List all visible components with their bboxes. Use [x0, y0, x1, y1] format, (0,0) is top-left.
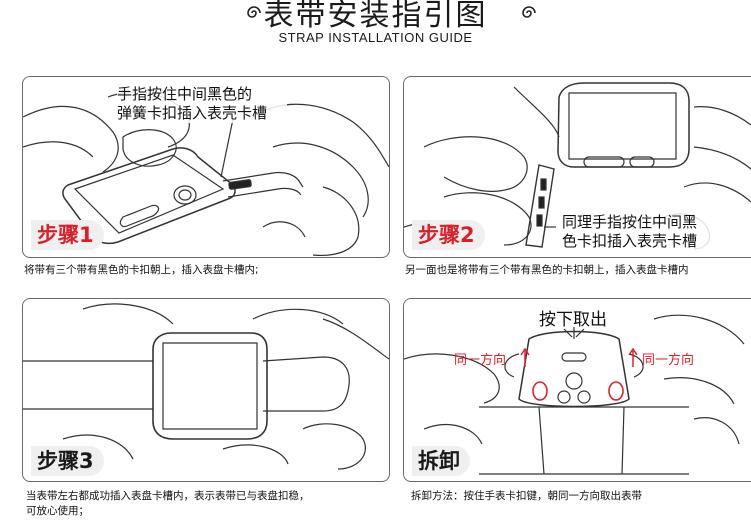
- removal-left-arrow-label: 同一方向: [454, 349, 506, 368]
- swirl-icon: [521, 5, 537, 21]
- page-subtitle: STRAP INSTALLATION GUIDE: [0, 30, 751, 45]
- step-3-caption-line-1: 当表带左右都成功插入表盘卡槽内，表示表带已与表盘扣稳，: [26, 489, 386, 504]
- step-2-callout-line-1: 同理手指按住中间黑: [562, 213, 742, 232]
- removal-press-label: 按下取出: [539, 305, 607, 330]
- step-1-panel: 手指按住中间黑色的 弹簧卡扣插入表壳卡槽 步骤1: [22, 76, 390, 258]
- page-header: 表带安装指引图 STRAP INSTALLATION GUIDE: [0, 0, 751, 56]
- step-2-callout-line-2: 色卡扣插入表壳卡槽: [562, 232, 742, 251]
- step-2-callout: 同理手指按住中间黑 色卡扣插入表壳卡槽: [562, 213, 742, 251]
- step-3-caption-line-2: 可放心使用；: [26, 504, 386, 519]
- step-1-badge: 步骤1: [31, 220, 104, 250]
- step-2-panel: 同理手指按住中间黑 色卡扣插入表壳卡槽 步骤2: [403, 76, 751, 258]
- removal-panel: 按下取出 同一方向 同一方向 拆卸: [403, 298, 751, 482]
- step-3-panel: 步骤3: [22, 298, 390, 482]
- removal-badge: 拆卸: [412, 446, 470, 476]
- step-1-callout-line-2: 弹簧卡扣插入表壳卡槽: [117, 104, 287, 123]
- step-2-caption: 另一面也是将带有三个带有黑色的卡扣朝上，插入表盘卡槽内: [405, 263, 751, 278]
- step-1-callout: 手指按住中间黑色的 弹簧卡扣插入表壳卡槽: [117, 85, 287, 123]
- step-1-caption: 将带有三个带有黑色的卡扣朝上，插入表盘卡槽内;: [24, 263, 384, 278]
- removal-caption: 拆卸方法：按住手表卡扣键，朝同一方向取出表带: [411, 489, 749, 504]
- step-1-callout-line-1: 手指按住中间黑色的: [117, 85, 287, 104]
- removal-right-arrow-label: 同一方向: [642, 349, 694, 368]
- page-title: 表带安装指引图: [0, 0, 751, 32]
- step-3-caption: 当表带左右都成功插入表盘卡槽内，表示表带已与表盘扣稳， 可放心使用；: [26, 489, 386, 519]
- step-3-badge: 步骤3: [31, 446, 104, 476]
- step-2-badge: 步骤2: [412, 220, 485, 250]
